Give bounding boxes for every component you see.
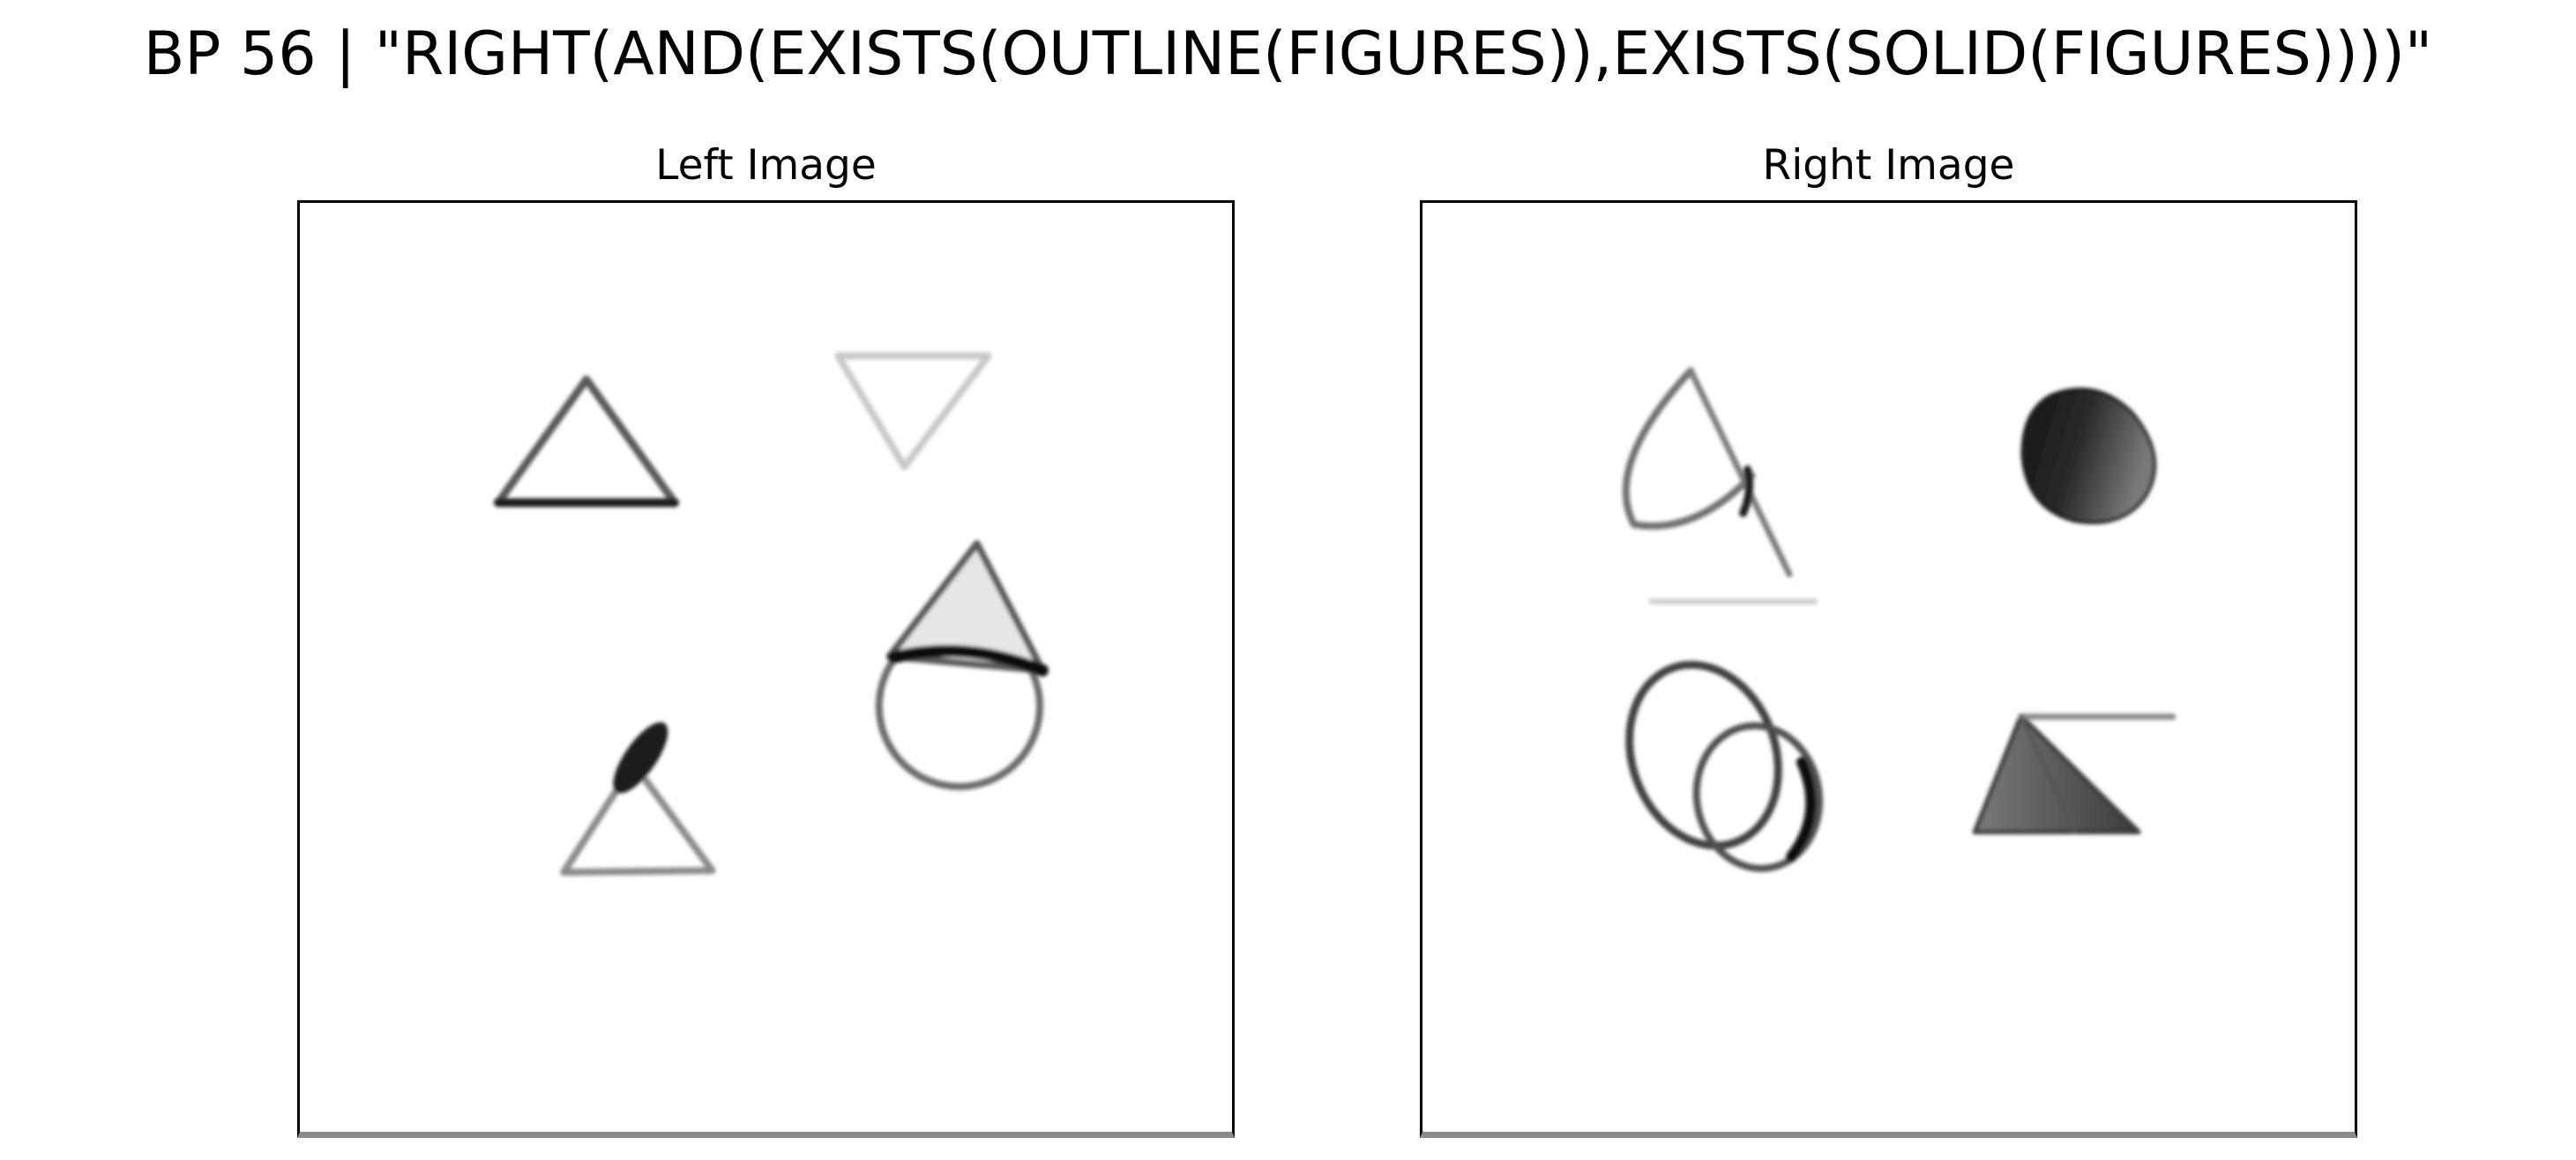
outline-circle-figure [1625, 661, 1824, 872]
outline-triangle-figure [1622, 367, 1818, 605]
outline-inverted-triangle-figure [834, 352, 992, 471]
left-panel-title: Left Image [655, 141, 877, 190]
outline-triangle-figure [560, 722, 716, 876]
solid-circle-figure [2020, 387, 2157, 525]
solid-triangle-figure [1972, 714, 2177, 834]
left-image-panel [297, 200, 1235, 1138]
right-panel-title: Right Image [1762, 141, 2015, 190]
outline-triangle-figure [493, 375, 679, 507]
figure-title: BP 56 | "RIGHT(AND(EXISTS(OUTLINE(FIGURE… [143, 19, 2433, 89]
outline-triangle-figure [885, 540, 1049, 677]
right-image-panel [1420, 200, 2357, 1138]
